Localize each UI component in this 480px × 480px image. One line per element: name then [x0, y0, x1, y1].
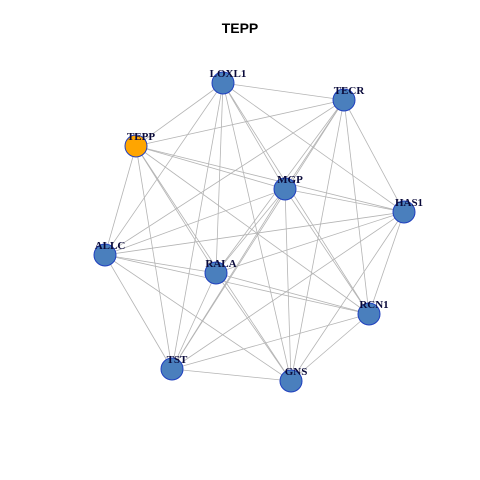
node-has1[interactable] [392, 200, 416, 224]
edge-rcn1-gns [290, 313, 370, 382]
edge-tepp-mgp [135, 145, 286, 190]
node-label-rala: RALA [205, 258, 236, 270]
node-label-mgp: MGP [277, 174, 303, 186]
edge-allc-rala [104, 254, 217, 274]
node-label-tepp: TEPP [127, 131, 155, 143]
edge-has1-rala [215, 211, 405, 274]
edge-mgp-gns [284, 188, 292, 382]
edge-loxl1-mgp [222, 82, 286, 190]
edge-tepp-rcn1 [135, 145, 370, 315]
edge-loxl1-tepp [135, 82, 224, 147]
edge-loxl1-rala [215, 82, 224, 274]
edge-tst-gns [171, 368, 292, 382]
edge-tepp-has1 [135, 145, 405, 213]
node-label-loxl1: LOXL1 [210, 68, 247, 80]
edge-loxl1-rcn1 [222, 82, 370, 315]
edge-tecr-tst [171, 99, 345, 370]
edge-tepp-rala [135, 145, 217, 274]
node-rala[interactable] [204, 261, 228, 285]
nodes-layer [93, 71, 416, 393]
node-gns[interactable] [279, 369, 303, 393]
edge-mgp-rcn1 [284, 188, 370, 315]
edges-layer [104, 82, 405, 382]
node-loxl1[interactable] [211, 71, 235, 95]
edge-has1-tst [171, 211, 405, 370]
edge-loxl1-gns [222, 82, 292, 382]
edge-loxl1-tecr [222, 82, 345, 101]
node-tepp[interactable] [124, 134, 148, 158]
edge-rala-gns [215, 272, 292, 382]
edge-mgp-tst [171, 188, 286, 370]
edge-tecr-allc [104, 99, 345, 256]
node-label-has1: HAS1 [395, 197, 423, 209]
edge-allc-tst [104, 254, 173, 370]
node-allc[interactable] [93, 243, 117, 267]
edge-allc-gns [104, 254, 292, 382]
edge-has1-gns [290, 211, 405, 382]
edge-tecr-rcn1 [343, 99, 370, 315]
node-label-tecr: TECR [334, 85, 366, 97]
edge-loxl1-allc [104, 82, 224, 256]
edge-rcn1-tst [171, 313, 370, 370]
edge-tecr-gns [290, 99, 345, 382]
node-label-tst: TST [167, 354, 188, 366]
edge-mgp-rala [215, 188, 286, 274]
node-tecr[interactable] [332, 88, 356, 112]
node-label-gns: GNS [285, 366, 308, 378]
edge-tecr-tepp [135, 99, 345, 147]
node-tst[interactable] [160, 357, 184, 381]
edge-tepp-allc [104, 145, 137, 256]
edge-rala-tst [171, 272, 217, 370]
edge-loxl1-tst [171, 82, 224, 370]
node-label-rcn1: RCN1 [359, 299, 388, 311]
edge-has1-allc [104, 211, 405, 256]
node-rcn1[interactable] [357, 302, 381, 326]
edge-rala-rcn1 [215, 272, 370, 315]
edge-mgp-has1 [284, 188, 405, 213]
edge-allc-rcn1 [104, 254, 370, 315]
edge-tepp-tst [135, 145, 173, 370]
node-label-allc: ALLC [95, 240, 126, 252]
edge-mgp-allc [104, 188, 286, 256]
node-mgp[interactable] [273, 177, 297, 201]
edge-tecr-has1 [343, 99, 405, 213]
graph-title: TEPP [221, 20, 259, 36]
edge-has1-rcn1 [368, 211, 405, 315]
